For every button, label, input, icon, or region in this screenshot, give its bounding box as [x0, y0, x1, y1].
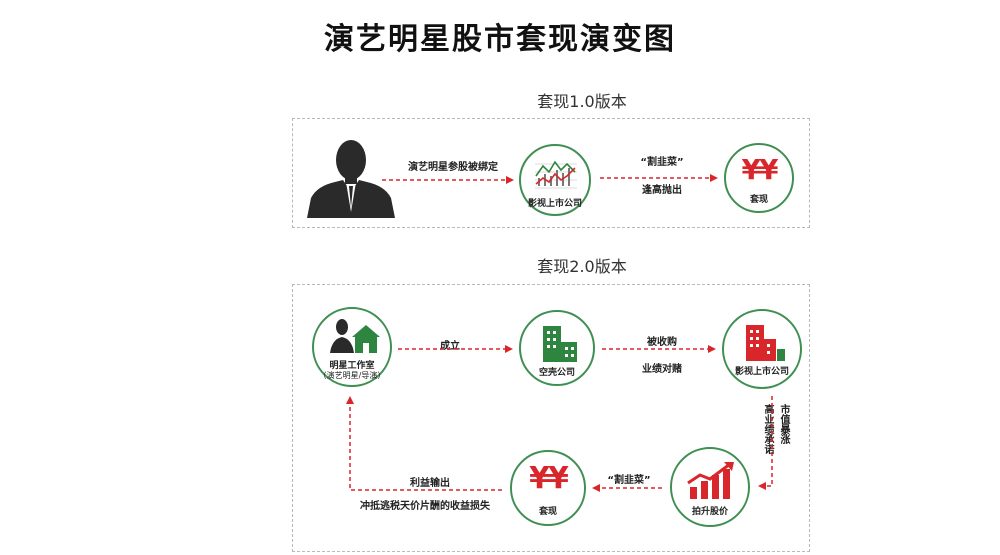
arrow-label-offset: 冲抵逃税天价片酬的收益损失: [360, 501, 490, 512]
cashout-label-v1: 套现: [749, 195, 768, 205]
arrow-label-sell-high: 逢高抛出: [642, 185, 682, 196]
shell-company-label: 空壳公司: [538, 368, 575, 378]
arrow-v2-listed-to-raise: [758, 396, 773, 490]
shell-company-circle: 空壳公司: [519, 310, 595, 386]
studio-circle: 明星工作室 （演艺明星/导演）: [312, 307, 392, 387]
vertical-label-market-value: 市值暴涨: [778, 404, 789, 444]
arrow-label-found: 成立: [440, 341, 460, 352]
listed-company-circle-v1: 影视上市公司: [519, 144, 591, 216]
yen-icon: ¥¥: [741, 153, 779, 186]
raise-price-circle: 拍升股价: [670, 447, 750, 527]
listed-company-label-v2: 影视上市公司: [734, 367, 789, 377]
businessman-silhouette-icon: [307, 140, 395, 218]
section-title-v1: 套现1.0版本: [537, 92, 627, 111]
arrow-label-benefit: 利益输出: [410, 478, 450, 489]
star-studio-icon: [330, 319, 380, 353]
red-building-icon: [746, 325, 785, 361]
studio-sublabel: （演艺明星/导演）: [318, 371, 386, 380]
raise-price-label: 拍升股价: [691, 507, 728, 517]
stock-chart-icon: [535, 160, 577, 189]
listed-company-circle-v2: 影视上市公司: [722, 309, 802, 389]
panel-v1: [292, 118, 810, 228]
arrow-label-harvest-v1: “割韭菜”: [640, 157, 684, 168]
listed-company-label-v1: 影视上市公司: [527, 199, 582, 209]
cashout-label-v2: 套现: [538, 507, 557, 517]
arrow-label-bound: 演艺明星参股被绑定: [408, 162, 498, 173]
page-title: 演艺明星股市套现演变图: [324, 22, 676, 57]
rising-chart-icon: [687, 462, 734, 499]
arrow-v2-loop-back: [346, 396, 502, 491]
arrow-label-acquired: 被收购: [647, 337, 677, 348]
vertical-label-performance: 高业绩承诺: [762, 404, 773, 454]
cashout-circle-v1: ¥¥ 套现: [724, 143, 794, 213]
cashout-circle-v2: ¥¥ 套现: [510, 450, 586, 526]
arrow-label-betting: 业绩对赌: [642, 364, 682, 375]
section-title-v2: 套现2.0版本: [537, 257, 627, 276]
arrow-label-harvest-v2: “割韭菜”: [607, 475, 651, 486]
yen-icon: ¥¥: [529, 461, 569, 496]
green-building-icon: [543, 326, 577, 362]
panel-v2: [292, 284, 810, 552]
studio-label: 明星工作室: [329, 361, 375, 371]
